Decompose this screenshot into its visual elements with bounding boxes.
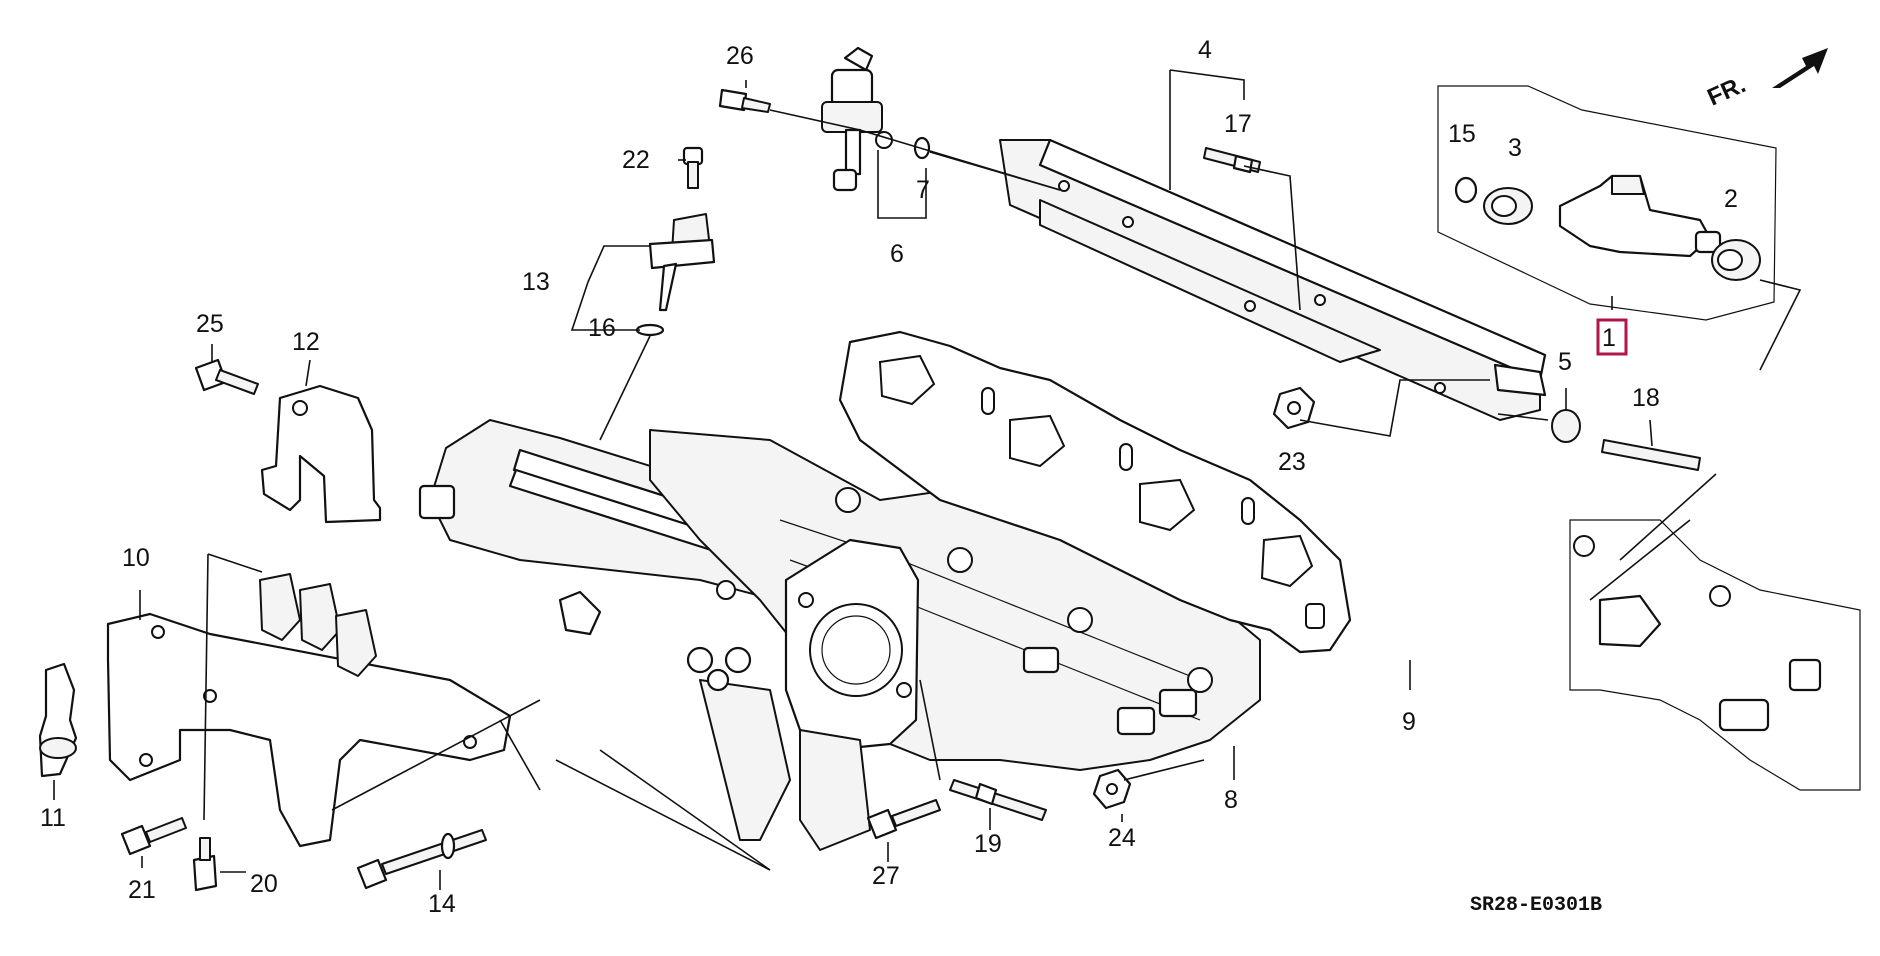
bolt-27 <box>866 799 941 840</box>
stud-18 <box>1601 439 1701 471</box>
intake-manifold <box>418 419 1261 851</box>
sensor-13 <box>648 213 716 312</box>
label-part-10: 10 <box>122 544 150 572</box>
label-part-27: 27 <box>872 862 900 890</box>
regulator-bolt <box>718 88 771 113</box>
cylinder-head-detail <box>1569 519 1861 791</box>
bracket-10 <box>106 573 512 848</box>
label-part-24: 24 <box>1108 824 1136 852</box>
label-part-1: 1 <box>1602 324 1616 352</box>
front-arrow-icon <box>1772 48 1828 88</box>
leader-lines <box>53 69 1802 890</box>
bolt-21 <box>120 817 187 856</box>
label-part-19: 19 <box>974 830 1002 858</box>
label-part-18: 18 <box>1632 384 1660 412</box>
label-part-15: 15 <box>1448 120 1476 148</box>
label-part-17: 17 <box>1224 110 1252 138</box>
label-part-14: 14 <box>428 890 456 918</box>
label-part-3: 3 <box>1508 134 1522 162</box>
label-part-26: 26 <box>726 42 754 70</box>
label-part-11: 11 <box>40 804 66 832</box>
bolt-25 <box>194 358 259 395</box>
label-part-23: 23 <box>1278 448 1306 476</box>
diagram-code: SR28-E0301B <box>1470 894 1602 917</box>
holder-11 <box>38 662 78 778</box>
label-part-5: 5 <box>1558 348 1572 376</box>
part-1-highlight-box <box>1596 318 1628 356</box>
bolt-14 <box>356 829 487 890</box>
label-part-12: 12 <box>292 328 320 356</box>
nut-24 <box>1092 768 1132 810</box>
label-part-21: 21 <box>128 876 156 904</box>
fuel-rail <box>999 138 1547 421</box>
label-part-7: 7 <box>916 176 930 204</box>
cushion-3 <box>1483 187 1533 225</box>
label-part-4: 4 <box>1198 36 1212 64</box>
front-direction-indicator: FR. <box>1703 48 1828 111</box>
label-part-25: 25 <box>196 310 224 338</box>
label-part-6: 6 <box>890 240 904 268</box>
o-ring-2 <box>1711 239 1761 281</box>
injector-assembly <box>1437 85 1777 356</box>
front-direction-label: FR. <box>1703 71 1749 111</box>
label-part-22: 22 <box>622 146 650 174</box>
bolt-20 <box>192 837 218 892</box>
washer-5 <box>1551 409 1581 443</box>
stud-19 <box>949 779 1047 821</box>
seal-15 <box>1454 176 1478 204</box>
bracket-12 <box>260 384 382 524</box>
fuel-pressure-regulator <box>821 46 893 192</box>
label-part-9: 9 <box>1402 708 1416 736</box>
label-part-2: 2 <box>1724 185 1738 213</box>
label-part-13: 13 <box>522 268 550 296</box>
label-part-8: 8 <box>1224 786 1238 814</box>
part-labels: 1 2 3 4 5 6 7 8 9 10 11 12 13 14 15 16 1… <box>40 36 1738 918</box>
screw-22 <box>682 146 704 189</box>
injector <box>1558 174 1722 258</box>
o-ring-16 <box>635 323 665 337</box>
label-part-20: 20 <box>250 870 278 898</box>
label-part-16: 16 <box>588 314 616 342</box>
nut-23 <box>1272 386 1316 430</box>
intake-gasket-9 <box>838 330 1352 654</box>
